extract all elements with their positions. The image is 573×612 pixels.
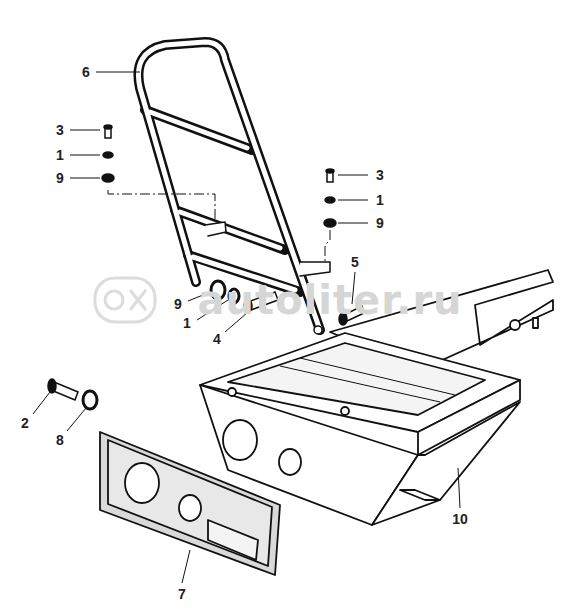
callout-number: 1	[374, 192, 386, 208]
callout-number: 1	[181, 315, 193, 331]
callout-number: 2	[19, 415, 31, 431]
callout-number: 9	[54, 170, 66, 186]
callout-number: 10	[450, 511, 470, 527]
callout-number: 8	[54, 432, 66, 448]
watermark: autoliter.ru	[197, 277, 462, 323]
callout-number: 3	[54, 122, 66, 138]
leader-lines	[33, 72, 460, 583]
callout-number: 9	[374, 215, 386, 231]
callout-number: 1	[54, 147, 66, 163]
callout-number: 4	[211, 331, 223, 347]
callout-number: 6	[80, 64, 92, 80]
callout-number: 3	[374, 167, 386, 183]
callout-number: 5	[349, 254, 361, 270]
callout-number: 9	[172, 296, 184, 312]
front-panel	[100, 432, 280, 575]
watermark-logo	[95, 278, 155, 322]
callout-number: 7	[176, 586, 188, 602]
